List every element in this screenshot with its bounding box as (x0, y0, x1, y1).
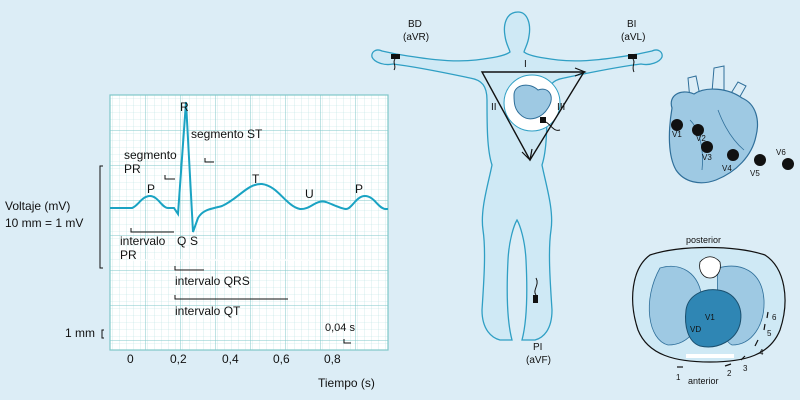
wave-label-p2: P (355, 182, 363, 196)
segment-pr-label-1: segmento (124, 148, 177, 162)
electrode-chest (540, 117, 546, 123)
cs-label-3: 3 (743, 364, 748, 373)
lead-larm-label-2: (aVL) (621, 32, 645, 43)
lead-leg-label-2: (aVF) (526, 355, 551, 366)
precordial-label-v5: V5 (750, 169, 760, 178)
cable-chest (545, 121, 561, 131)
interval-qt-label: intervalo QT (175, 304, 241, 318)
lead-label-i: I (524, 59, 527, 70)
heart-vein-2 (717, 109, 745, 151)
cs-label-6: 6 (772, 313, 777, 322)
heart-vessels (687, 65, 747, 101)
x-tick-1: 0,2 (170, 352, 187, 366)
lead-label-ii: II (491, 102, 497, 113)
precordial-label-v1: V1 (672, 130, 682, 139)
interval-pr-label-1: intervalo (120, 234, 166, 248)
ecg-ylabel-1: Voltaje (mV) (5, 199, 70, 213)
wave-label-t: T (252, 172, 260, 186)
voltage-bracket (99, 165, 103, 269)
cs-label-4: 4 (759, 348, 764, 357)
electrode-v6 (782, 158, 794, 170)
x-tick-3: 0,6 (273, 352, 290, 366)
lead-label-iii: III (557, 102, 565, 113)
electrode-v1 (671, 119, 683, 131)
cable-right-arm (393, 58, 396, 71)
ecg-grid (109, 94, 389, 351)
heart-body (668, 88, 759, 184)
scale-time-label: 0,04 s (325, 322, 355, 334)
x-ticks: 0 0,2 0,4 0,6 0,8 (127, 352, 341, 366)
x-tick-4: 0,8 (324, 352, 341, 366)
wave-label-r: R (180, 100, 189, 114)
electrode-left-arm (628, 54, 637, 59)
interval-pr-line (130, 228, 174, 233)
scale-time-bracket (343, 339, 351, 344)
x-tick-0: 0 (127, 352, 134, 366)
electrode-v3 (701, 141, 713, 153)
cs-anterior-label: anterior (688, 376, 719, 386)
cable-leg (534, 277, 538, 296)
ecg-trace (110, 101, 388, 233)
electrode-v2 (692, 124, 704, 136)
cs-label-2: 2 (727, 369, 732, 378)
precordial-label-v6: V6 (776, 148, 786, 157)
body-outline (371, 11, 663, 341)
electrode-v5 (754, 154, 766, 166)
lead-rarm-label-2: (aVR) (403, 32, 429, 43)
wave-label-u: U (305, 187, 314, 201)
interval-qrs-label: intervalo QRS (175, 274, 250, 288)
ecg-ylabel-2: 10 mm = 1 mV (5, 216, 83, 230)
ecg-xlabel: Tiempo (s) (318, 376, 375, 390)
precordial-label-v4: V4 (722, 164, 732, 173)
section-heart (685, 289, 742, 348)
segment-st-label: segmento ST (191, 127, 263, 141)
segment-pr-bracket (164, 175, 175, 180)
cable-left-arm (632, 58, 635, 73)
precordial-label-v3: V3 (702, 153, 712, 162)
human-body: I II III (371, 11, 663, 341)
heart-vein-1 (689, 119, 703, 171)
x-tick-2: 0,4 (222, 352, 239, 366)
interval-pr-label-2: PR (120, 248, 137, 262)
wave-label-p: P (147, 182, 155, 196)
precordial-label-v2: V2 (696, 134, 706, 143)
lead-rarm-label-1: BD (408, 19, 422, 30)
interval-qrs-line (174, 266, 204, 271)
lead-larm-label-1: BI (627, 19, 636, 30)
segment-pr-label-2: PR (124, 162, 141, 176)
lead-arrow-i (574, 67, 587, 77)
segment-st-bracket (204, 158, 214, 163)
wave-label-s: S (190, 234, 198, 248)
lead-leg-label-1: PI (533, 342, 542, 353)
mm-bracket (101, 329, 104, 339)
precordial-heart (668, 65, 794, 184)
cs-posterior-label: posterior (686, 235, 721, 245)
thorax-cross-section (632, 246, 786, 363)
small-heart (513, 84, 552, 120)
mm-label: 1 mm (65, 326, 95, 340)
cs-vd-label: VD (690, 325, 701, 334)
cs-label-1: 1 (676, 373, 681, 382)
rib-markers (677, 311, 769, 368)
interval-qt-line (174, 295, 288, 300)
spine (699, 256, 721, 279)
cs-label-5: 5 (767, 329, 772, 338)
wave-label-q: Q (177, 234, 186, 248)
einthoven-triangle (480, 71, 586, 162)
electrode-leg (533, 295, 538, 303)
electrode-v4 (727, 149, 739, 161)
cs-v1-label: V1 (705, 313, 715, 322)
lead-arrow-ii (521, 148, 533, 162)
electrode-right-arm (391, 54, 400, 59)
